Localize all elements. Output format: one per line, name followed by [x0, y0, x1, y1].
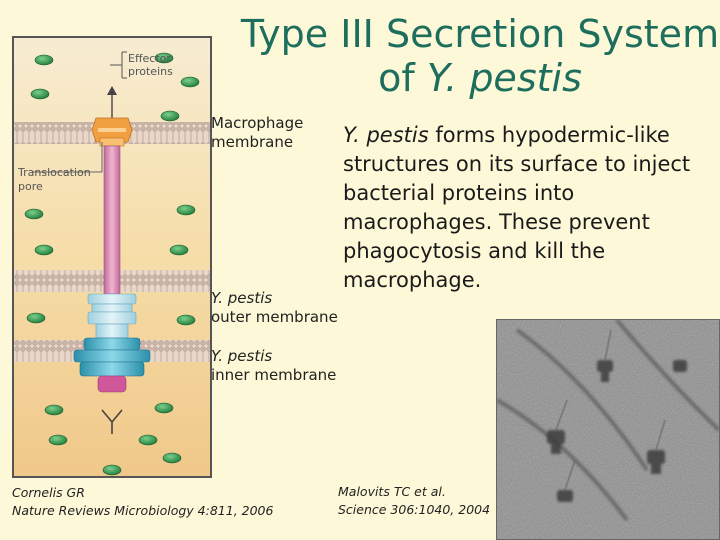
- effector-label-line2: proteins: [128, 65, 173, 78]
- citation-right-line2: Science 306:1040, 2004: [338, 502, 491, 517]
- translocation-pore: [91, 117, 133, 147]
- citation-left-line1: Cornelis GR: [12, 485, 85, 500]
- translocation-label-line1: Translocation: [17, 166, 91, 179]
- citation-right: Malovits TC et al. Science 306:1040, 200…: [338, 483, 490, 519]
- citation-left-line2: Nature Reviews Microbiology 4:811, 2006: [12, 503, 274, 518]
- basal-body-lower: [73, 337, 151, 393]
- electron-micrograph: [496, 319, 720, 540]
- basal-body-upper: [87, 293, 137, 339]
- inner-membrane-label: Y. pestis inner membrane: [211, 347, 336, 385]
- description: Y. pestis forms hypodermic-like structur…: [343, 121, 703, 295]
- macrophage-membrane-label: Macrophage membrane: [211, 114, 304, 151]
- slide-title: Type III Secretion System of Y. pestis: [200, 12, 720, 100]
- translocation-label-line2: pore: [18, 180, 43, 193]
- title-prefix: of: [378, 56, 427, 100]
- title-line-2: of Y. pestis: [200, 56, 720, 100]
- effector-proteins: [24, 52, 200, 476]
- needle: [103, 145, 121, 295]
- citation-right-line1: Malovits TC et al.: [338, 484, 446, 499]
- chaperone-icon: [101, 409, 123, 434]
- inner-membrane-text: inner membrane: [211, 366, 337, 384]
- t3ss-diagram: Effector proteins Translocation pore: [12, 36, 212, 478]
- title-species: Y. pestis: [426, 56, 582, 100]
- outer-membrane-species: Y. pestis: [211, 289, 273, 307]
- description-text: forms hypodermic-like structures on its …: [343, 123, 691, 292]
- effector-label-line1: Effector: [128, 52, 171, 65]
- outer-membrane-text: outer membrane: [211, 308, 338, 326]
- micrograph-image: [497, 320, 719, 539]
- t3ss-illustration: Effector proteins Translocation pore: [14, 38, 210, 476]
- citation-left: Cornelis GR Nature Reviews Microbiology …: [12, 484, 273, 520]
- inner-membrane-species: Y. pestis: [211, 347, 273, 365]
- description-species: Y. pestis: [343, 123, 429, 147]
- outer-membrane-label: Y. pestis outer membrane: [211, 289, 338, 327]
- title-line-1: Type III Secretion System: [240, 12, 720, 56]
